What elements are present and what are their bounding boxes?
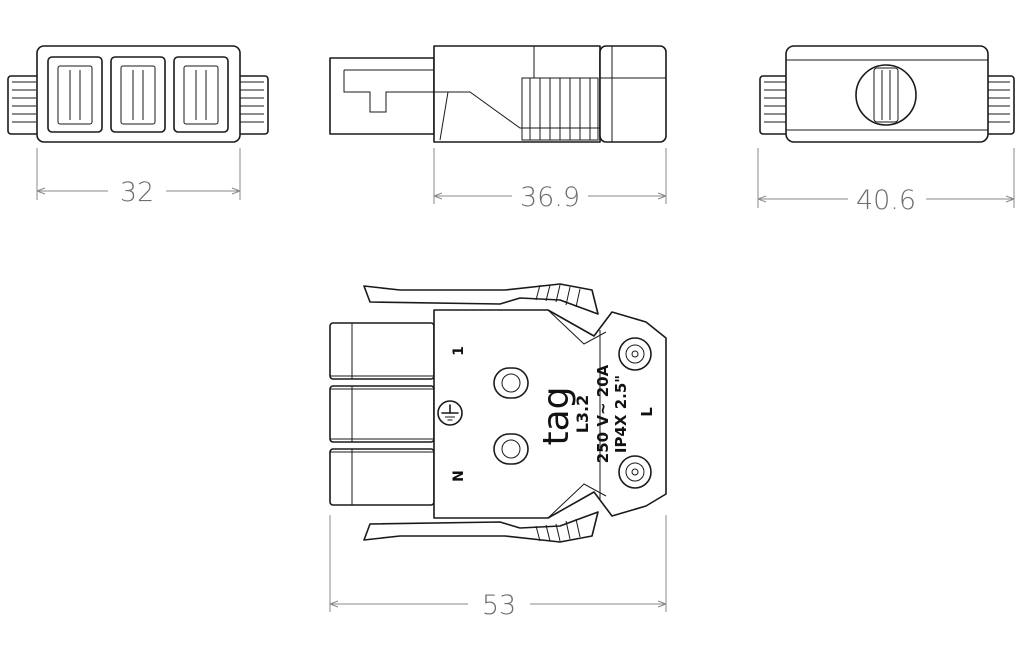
pin-l-label: L [638, 407, 656, 417]
protection-label: IP4X 2.5" [612, 375, 630, 453]
top-view: 1 N tag L3.2 250 V~ 20A IP4X 2.5" L 53 [329, 283, 667, 621]
dimension-top-length: 53 [482, 590, 516, 621]
brand-logo-text: tag [536, 386, 577, 445]
pin-n-label: N [451, 470, 467, 482]
dimension-side-length: 36.9 [520, 182, 580, 213]
model-label: L3.2 [573, 395, 592, 434]
dimension-rear-width: 40.6 [856, 185, 916, 216]
rear-view: 40.6 [757, 45, 1015, 216]
earth-ground-icon [437, 400, 463, 426]
side-view: 36.9 [329, 45, 667, 213]
rating-label: 250 V~ 20A [594, 364, 612, 463]
dimension-front-width: 32 [120, 177, 154, 208]
pin-1-label: 1 [451, 346, 467, 356]
front-view: 32 [7, 45, 269, 208]
